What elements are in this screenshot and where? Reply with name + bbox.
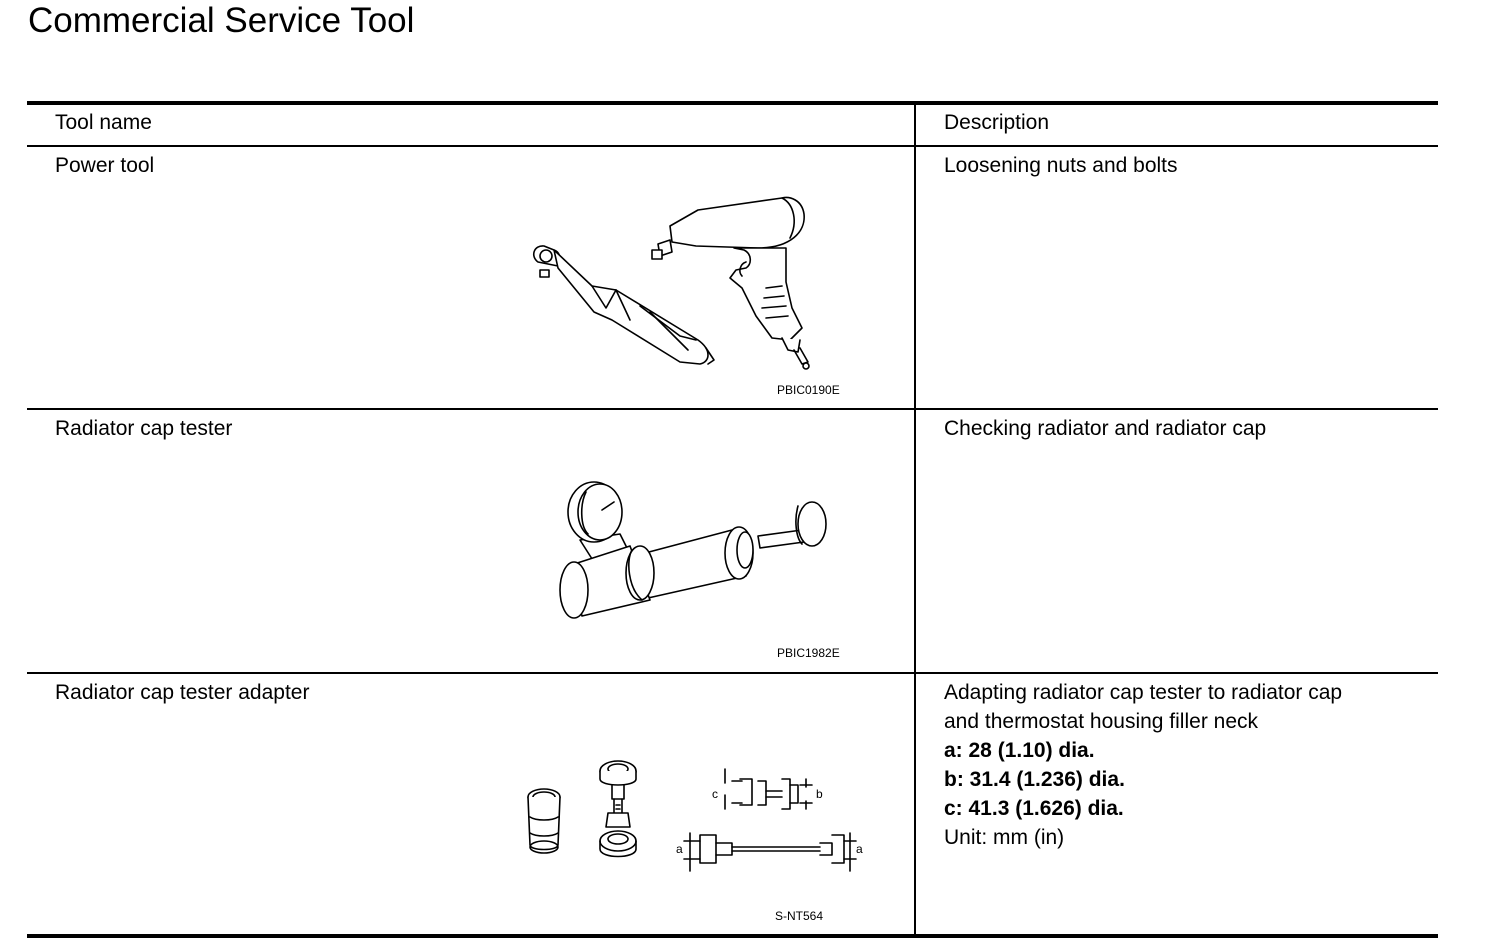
air-ratchet-icon xyxy=(532,245,715,365)
figure-code: PBIC1982E xyxy=(777,646,840,660)
svg-text:c: c xyxy=(712,787,718,801)
unit-note: Unit: mm (in) xyxy=(944,826,1065,849)
tool-description-line: Adapting radiator cap tester to radiator… xyxy=(944,681,1343,704)
cap-adapter-icon xyxy=(599,760,637,858)
row-divider xyxy=(27,672,1438,674)
svg-text:b: b xyxy=(816,787,823,801)
impact-wrench-icon xyxy=(651,196,810,370)
tool-description: Checking radiator and radiator cap xyxy=(944,417,1267,440)
radiator-cap-tester-adapter-illustration: c b a a xyxy=(527,760,863,872)
power-tool-illustration xyxy=(532,196,810,370)
table-top-rule xyxy=(27,101,1438,105)
spec-b: b: 31.4 (1.236) dia. xyxy=(944,768,1125,791)
dimension-diagram-icon: c b a a xyxy=(676,768,863,872)
tool-name: Radiator cap tester adapter xyxy=(55,681,310,704)
svg-text:a: a xyxy=(676,842,683,856)
header-divider xyxy=(27,145,1438,147)
header-description: Description xyxy=(944,111,1050,134)
tool-description-line: and thermostat housing filler neck xyxy=(944,710,1259,733)
adapter-sleeve-icon xyxy=(527,788,561,854)
svg-text:a: a xyxy=(856,842,863,856)
page-title: Commercial Service Tool xyxy=(28,1,415,40)
figure-code: PBIC0190E xyxy=(777,383,840,397)
table-bottom-rule xyxy=(27,934,1438,938)
column-divider xyxy=(914,104,916,937)
header-tool-name: Tool name xyxy=(55,111,152,134)
tool-description: Loosening nuts and bolts xyxy=(944,154,1178,177)
figure-code: S-NT564 xyxy=(775,909,824,923)
tool-name: Radiator cap tester xyxy=(55,417,233,440)
row-divider xyxy=(27,408,1438,410)
spec-c: c: 41.3 (1.626) dia. xyxy=(944,797,1124,820)
tool-name: Power tool xyxy=(55,154,155,177)
spec-a: a: 28 (1.10) dia. xyxy=(944,739,1095,762)
radiator-cap-tester-illustration xyxy=(559,481,827,619)
